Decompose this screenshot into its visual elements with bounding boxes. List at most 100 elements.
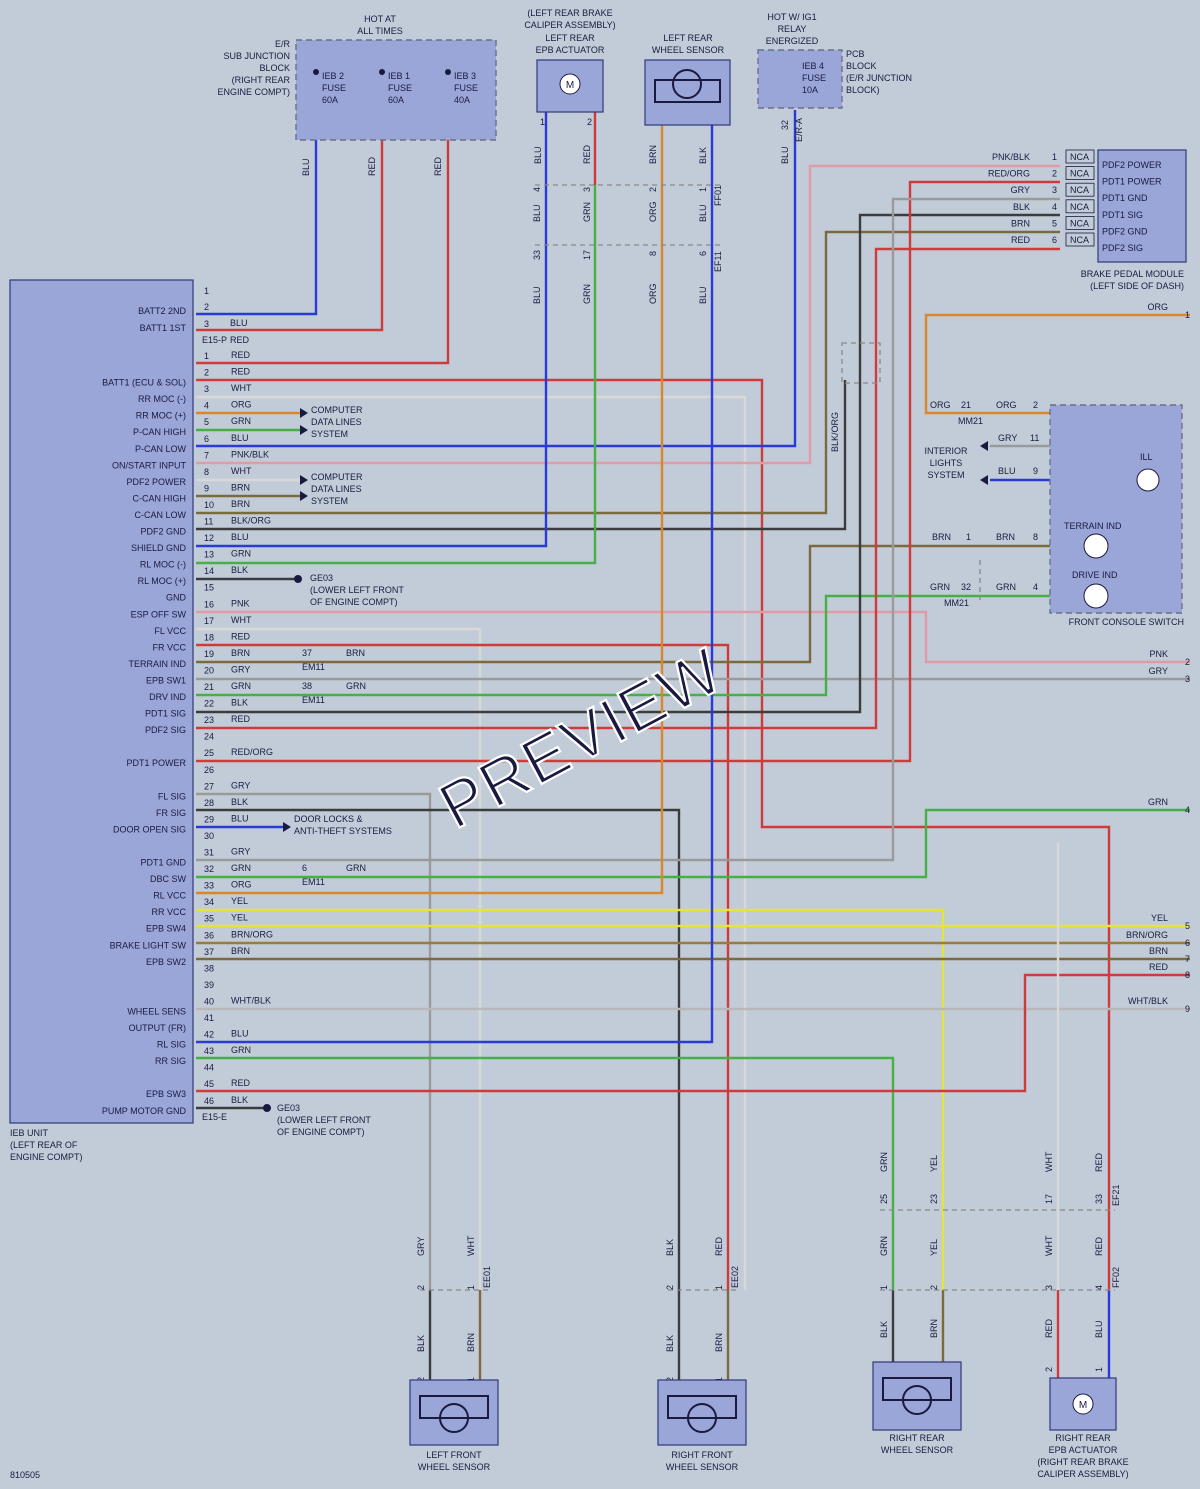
pin-function: FR VCC (153, 642, 187, 652)
svg-text:RIGHT REAR: RIGHT REAR (1055, 1433, 1111, 1443)
svg-text:GRY: GRY (998, 433, 1017, 443)
reference-labels: COMPUTER DATA LINES SYSTEM COMPUTER DATA… (277, 405, 404, 1137)
svg-text:1: 1 (714, 1285, 724, 1290)
pin-number: 27 (204, 781, 214, 791)
wire-e43-grn (196, 1056, 895, 1290)
pin-number: 8 (204, 467, 209, 477)
svg-text:33: 33 (1094, 1194, 1104, 1204)
output-number: 2 (1185, 657, 1190, 667)
svg-text:IEB 3: IEB 3 (454, 71, 476, 81)
wire-color-label: PNK (1149, 649, 1168, 659)
pin-number: 17 (204, 616, 214, 626)
pin-function: PDF2 POWER (126, 477, 186, 487)
pin-number: 36 (204, 930, 214, 940)
svg-text:LEFT REAR: LEFT REAR (545, 33, 595, 43)
pin-function: BATT1 (ECU & SOL) (102, 378, 186, 388)
svg-text:1: 1 (1094, 1367, 1104, 1372)
svg-text:OF ENGINE COMPT): OF ENGINE COMPT) (310, 597, 398, 607)
svg-text:1: 1 (698, 187, 708, 192)
wire-color-label: BLU (231, 532, 249, 542)
svg-text:MM21: MM21 (958, 416, 983, 426)
wire-e25-redorg (196, 180, 1060, 763)
wire-color-label: BLK (231, 797, 248, 807)
wire-color-label: RED (231, 367, 251, 377)
pin-number: 31 (204, 848, 214, 858)
svg-text:GRN: GRN (346, 681, 366, 691)
wire-e42-blu (196, 110, 714, 1044)
ground-icon (294, 575, 302, 583)
svg-text:2: 2 (665, 1285, 675, 1290)
svg-text:BLK: BLK (665, 1239, 675, 1256)
pin-number: 15 (204, 583, 214, 593)
output-number: 6 (1185, 938, 1190, 948)
svg-text:GRN: GRN (582, 284, 592, 304)
pin-number: 37 (204, 947, 214, 957)
wire-color-label: RED (231, 350, 251, 360)
nca-box (1065, 182, 1095, 197)
svg-text:FUSE: FUSE (388, 83, 412, 93)
pin-function: EPB SW1 (146, 675, 186, 685)
svg-text:4: 4 (532, 187, 542, 192)
pin-function: RR SIG (155, 1056, 186, 1066)
pin-number: 20 (204, 665, 214, 675)
svg-text:BLK: BLK (416, 1335, 426, 1352)
wire-color-label: RED (1149, 962, 1169, 972)
svg-text:ANTI-THEFT SYSTEMS: ANTI-THEFT SYSTEMS (294, 826, 392, 836)
nca-label: NCA (1070, 218, 1089, 228)
wire-e7-pnkblk (196, 164, 1060, 465)
wire-e34-yel (196, 908, 945, 1290)
wire-e13-grn (196, 185, 597, 565)
svg-text:WHT: WHT (1044, 1235, 1054, 1256)
wire-color-label: BLK/ORG (231, 516, 271, 526)
wire-e12-blu (196, 110, 548, 548)
wire-color-label: RED/ORG (988, 169, 1030, 179)
wire-color-label: BLU (231, 813, 249, 823)
right-front-wheel-sensor: BLK BRN 2 1 RIGHT FRONT WHEEL SENSOR (657, 1333, 747, 1472)
wire-e3-wht (196, 395, 747, 1290)
pin-function: GND (166, 593, 187, 603)
pin-function: EPB SW3 (146, 1089, 186, 1099)
svg-text:BRN: BRN (714, 1333, 724, 1352)
svg-text:BLU: BLU (532, 204, 542, 222)
svg-text:GRN: GRN (879, 1236, 889, 1256)
svg-text:EE02: EE02 (730, 1266, 740, 1288)
pin-number: 14 (204, 566, 214, 576)
left-rear-wheel-sensor: LEFT REAR WHEEL SENSOR BRN BLK (644, 33, 731, 164)
pin-number: 38 (204, 963, 214, 973)
svg-text:60A: 60A (388, 95, 404, 105)
svg-text:BLK: BLK (879, 1321, 889, 1338)
svg-text:ORG: ORG (648, 201, 658, 222)
pin-number: 9 (204, 483, 209, 493)
svg-text:11: 11 (1030, 433, 1039, 443)
svg-text:40A: 40A (454, 95, 470, 105)
svg-text:BLOCK): BLOCK) (846, 85, 880, 95)
nca-box (1065, 166, 1095, 181)
wire-color-label: ORG (231, 400, 252, 410)
svg-text:23: 23 (929, 1194, 939, 1204)
svg-text:IEB 4: IEB 4 (802, 61, 824, 71)
wire-e23-red (196, 247, 1060, 730)
svg-text:PCB: PCB (846, 49, 865, 59)
svg-text:38: 38 (302, 681, 312, 691)
arrow-icon (300, 475, 308, 485)
pin-number: 43 (204, 1046, 214, 1056)
ill-lamp-icon (1136, 468, 1160, 492)
arrow-icon (283, 822, 291, 832)
pin-number: 34 (204, 897, 214, 907)
svg-text:2: 2 (1044, 1367, 1054, 1372)
pin-function: BATT2 2ND (138, 306, 186, 316)
pin-function: DRV IND (149, 692, 186, 702)
svg-text:32: 32 (780, 120, 790, 130)
wire-color-label: BLK (231, 698, 248, 708)
svg-text:LEFT FRONT: LEFT FRONT (426, 1450, 482, 1460)
motor-icon (1072, 1393, 1094, 1415)
svg-text:COMPUTER: COMPUTER (311, 405, 363, 415)
svg-text:WHEEL SENSOR: WHEEL SENSOR (418, 1462, 491, 1472)
svg-text:ILL: ILL (1140, 452, 1153, 462)
wire-e33-org (196, 110, 664, 895)
svg-text:GRN: GRN (346, 863, 366, 873)
pin-function: PUMP MOTOR GND (102, 1106, 187, 1116)
